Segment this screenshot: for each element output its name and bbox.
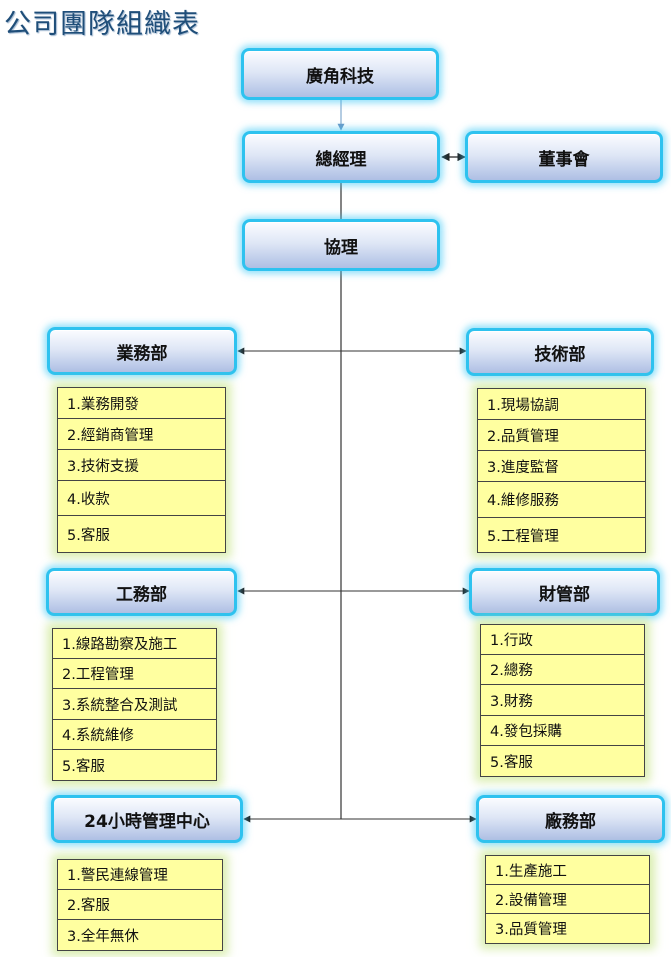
node-board-label: 董事會 (538, 149, 590, 170)
node-factory: 廠務部 (476, 795, 665, 843)
list-factory: 1.生產施工 2.設備管理 3.品質管理 (485, 855, 650, 944)
list-item: 2.客服 (58, 890, 222, 920)
list-item: 3.品質管理 (495, 922, 567, 938)
list-item: 5.客服 (62, 758, 105, 775)
chart-title: 公司團隊組織表 (4, 9, 200, 40)
list-item: 2.設備管理 (486, 885, 649, 914)
list-item: 3.技術支援 (58, 450, 225, 481)
list-item: 5.客服 (67, 527, 110, 544)
node-center24: 24小時管理中心 (51, 795, 243, 843)
node-sales: 業務部 (47, 327, 237, 375)
node-finance: 財管部 (469, 568, 660, 616)
node-company: 廣角科技 (241, 48, 439, 100)
node-sales-label: 業務部 (116, 343, 168, 364)
list-item: 1.警民連線管理 (58, 860, 222, 890)
list-item: 2.總務 (481, 655, 644, 685)
node-company-label: 廣角科技 (306, 66, 374, 87)
list-item: 5.工程管理 (487, 528, 559, 545)
list-item: 3.系統整合及測試 (53, 689, 216, 720)
node-associate: 協理 (242, 219, 440, 271)
node-factory-label: 廠務部 (545, 811, 596, 832)
node-board: 董事會 (465, 131, 663, 183)
node-general-manager: 總經理 (242, 131, 440, 183)
list-item: 4.發包採購 (481, 716, 644, 746)
list-item: 1.線路勘察及施工 (53, 629, 216, 659)
list-item: 4.系統維修 (53, 720, 216, 750)
list-item: 3.財務 (481, 685, 644, 716)
node-engineering: 工務部 (46, 568, 237, 616)
list-item: 2.經銷商管理 (58, 419, 225, 450)
list-item: 3.全年無休 (67, 928, 139, 945)
list-item: 5.客服 (490, 754, 533, 771)
list-item: 1.生產施工 (486, 856, 649, 885)
list-item: 2.工程管理 (53, 659, 216, 689)
list-item: 3.進度監督 (478, 451, 645, 482)
node-tech-label: 技術部 (534, 344, 586, 365)
list-item: 1.現場協調 (478, 389, 645, 420)
list-sales: 1.業務開發 2.經銷商管理 3.技術支援 4.收款 5.客服 (57, 387, 226, 553)
node-center24-label: 24小時管理中心 (84, 811, 210, 832)
node-general-manager-label: 總經理 (315, 149, 367, 170)
list-item: 4.收款 (58, 481, 225, 516)
list-engineering: 1.線路勘察及施工 2.工程管理 3.系統整合及測試 4.系統維修 5.客服 (52, 628, 217, 781)
node-engineering-label: 工務部 (116, 584, 167, 605)
list-item: 2.品質管理 (478, 420, 645, 451)
list-center24: 1.警民連線管理 2.客服 3.全年無休 (57, 859, 223, 951)
list-finance: 1.行政 2.總務 3.財務 4.發包採購 5.客服 (480, 624, 645, 777)
list-item: 4.維修服務 (478, 482, 645, 518)
node-finance-label: 財管部 (539, 584, 590, 605)
node-tech: 技術部 (466, 328, 654, 376)
node-associate-label: 協理 (324, 237, 358, 258)
list-item: 1.業務開發 (58, 388, 225, 419)
list-item: 1.行政 (481, 625, 644, 655)
list-tech: 1.現場協調 2.品質管理 3.進度監督 4.維修服務 5.工程管理 (477, 388, 646, 553)
